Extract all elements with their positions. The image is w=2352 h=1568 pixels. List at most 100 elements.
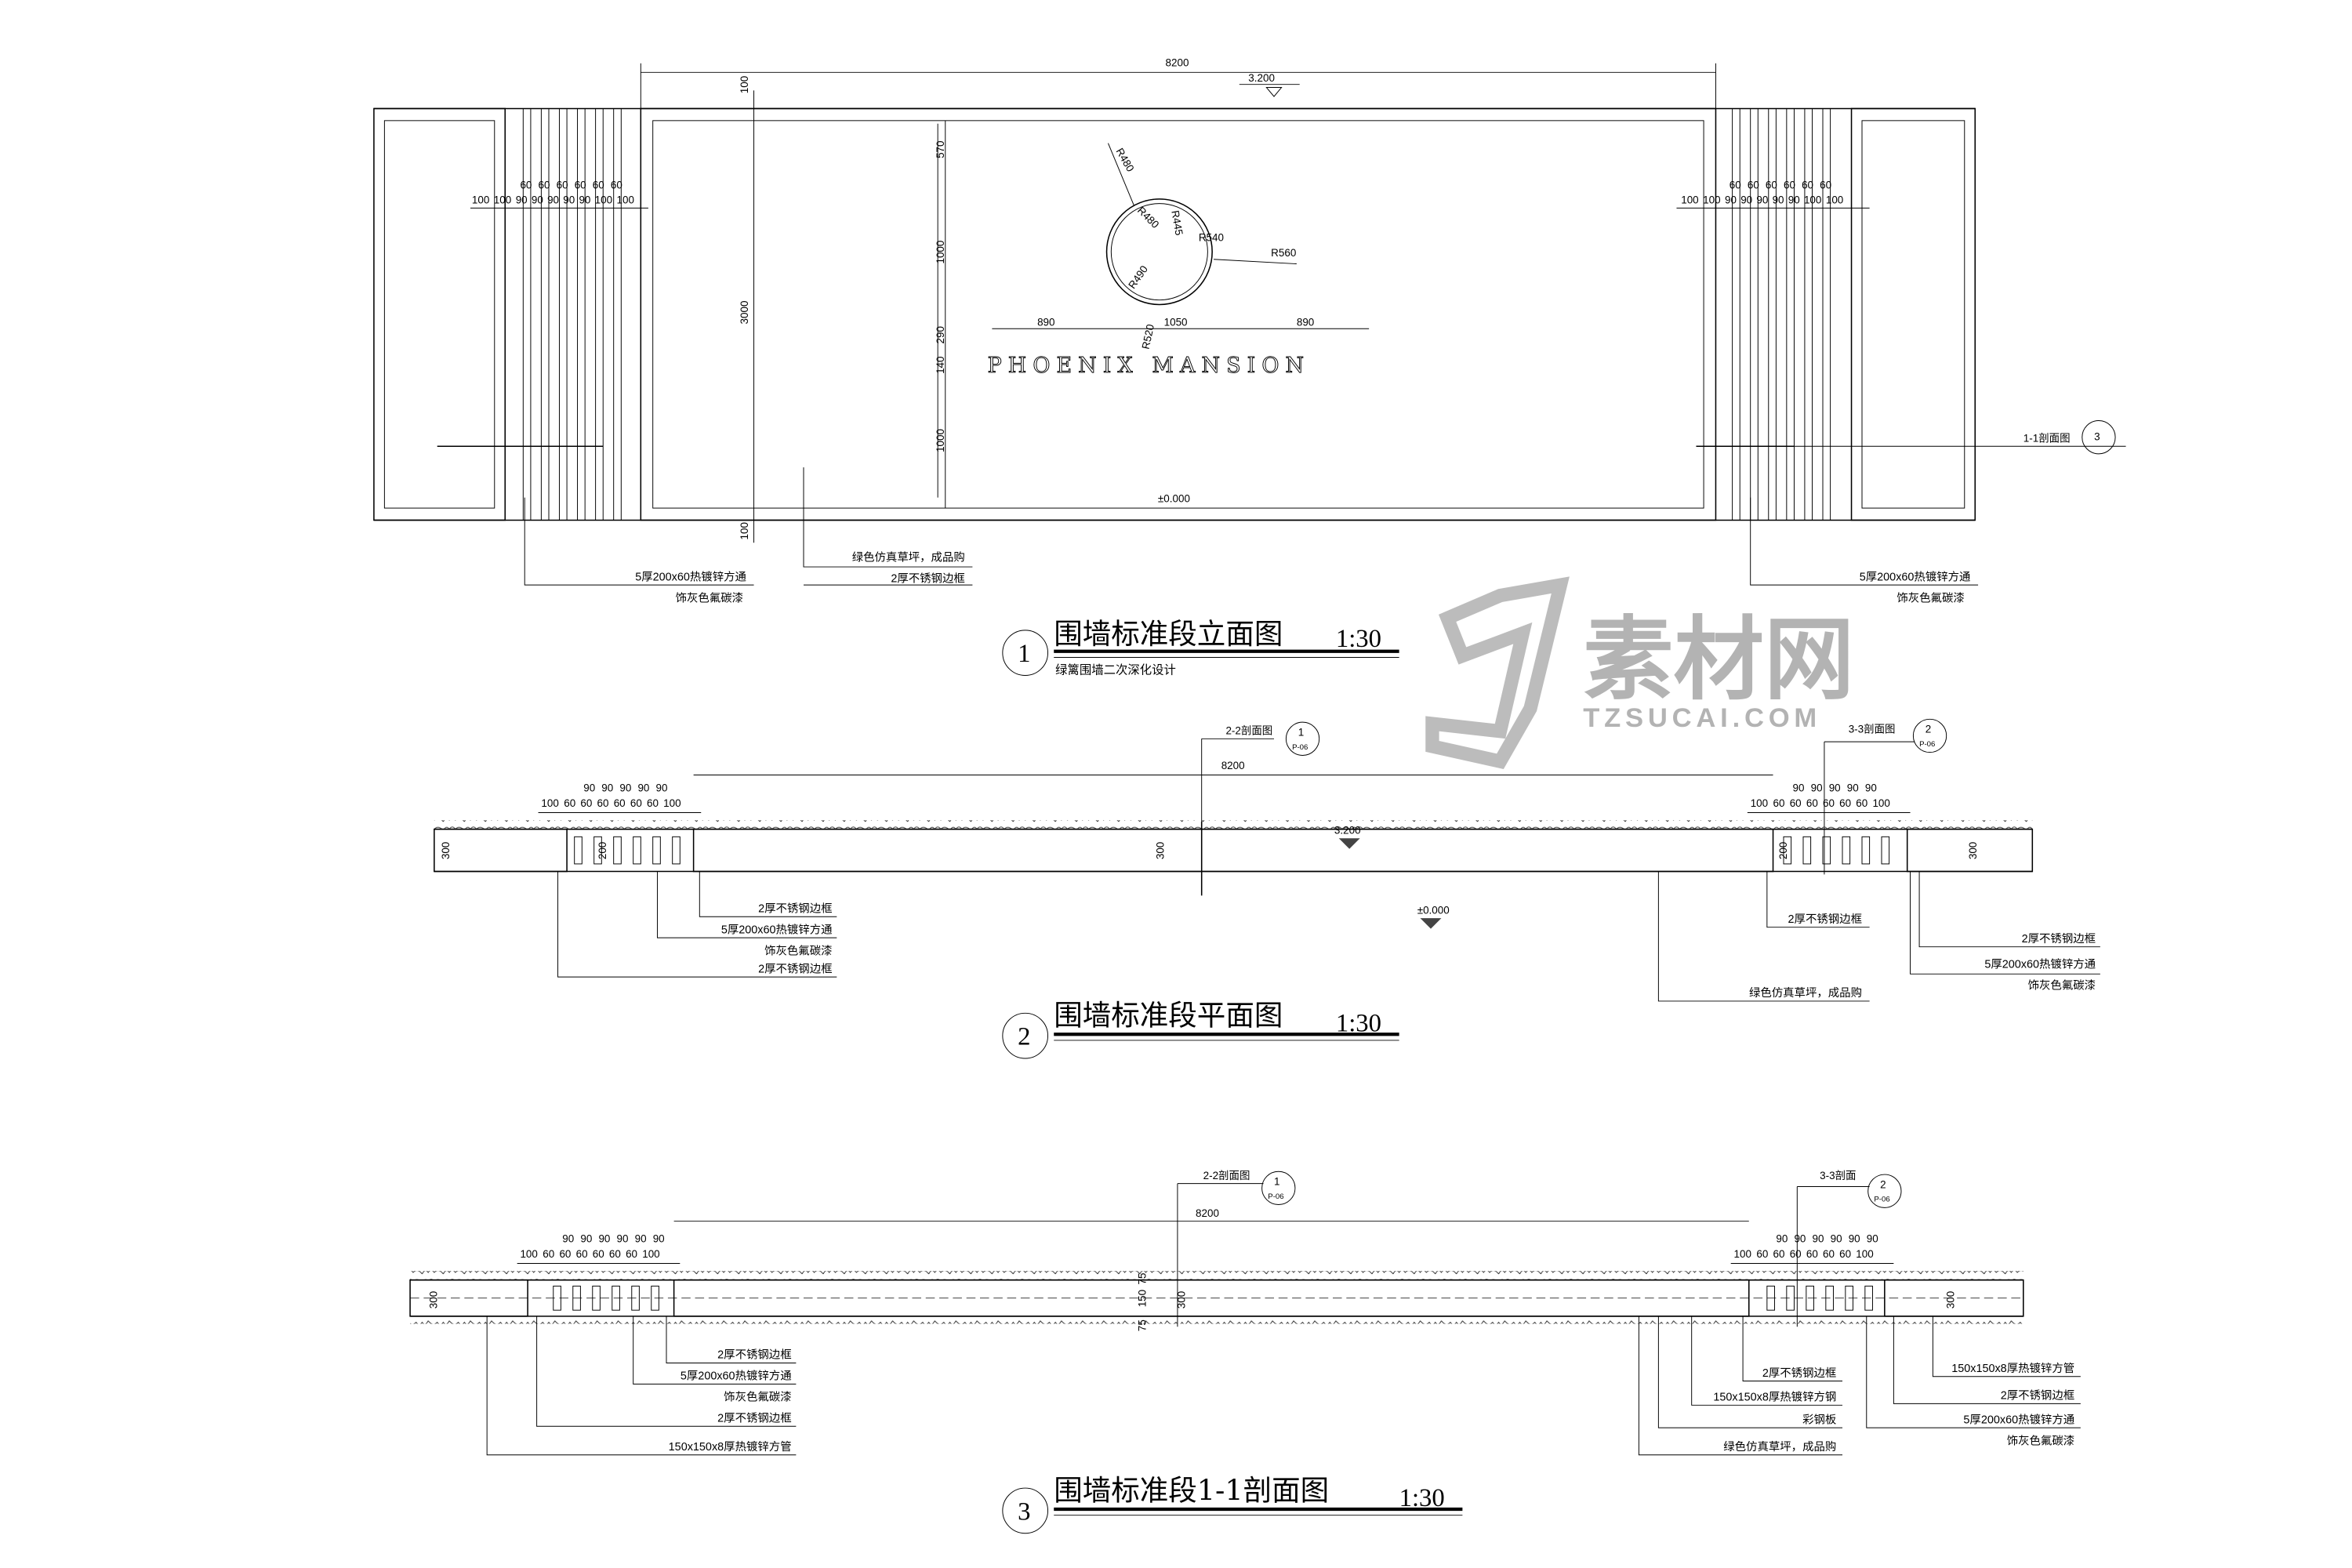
slat-dim: 100	[520, 1248, 537, 1260]
slat-dim: 60	[559, 1248, 571, 1260]
leader-label: 2厚不锈钢边框	[758, 902, 832, 915]
drawing-title: 围墙标准段立面图	[1054, 617, 1283, 651]
leader-label: 绿色仿真草坪，成品购	[1723, 1439, 1836, 1454]
center-panel-grass	[652, 120, 1704, 509]
slat-dim: 60	[647, 797, 659, 809]
slat-dim: 90	[562, 1233, 574, 1245]
title-number: 2	[1018, 1023, 1030, 1051]
left-pier	[434, 828, 568, 873]
leader-line	[1638, 1316, 1842, 1456]
slat-dim: 100	[472, 194, 489, 206]
slat	[612, 1285, 620, 1311]
center-wall	[692, 828, 1774, 873]
turf-line	[434, 820, 2033, 829]
leader-label: 150x150x8厚热镀锌方钢	[1713, 1391, 1836, 1404]
slat	[1822, 836, 1831, 865]
slat-dim: 60	[597, 797, 609, 809]
slat-dim: 90	[532, 194, 543, 206]
leader-label: 绿色仿真草坪，成品购	[1749, 985, 1862, 1000]
section-ref-sheet: P-06	[1268, 1192, 1283, 1201]
leader-label: 2厚不锈钢边框	[1762, 1367, 1836, 1380]
leader-line	[1750, 497, 1979, 586]
section-ref-bubble	[2082, 420, 2116, 455]
radius-leader	[1214, 259, 1297, 265]
slat-dim: 60	[557, 179, 568, 191]
vdim: 290	[935, 326, 946, 343]
slat-dim: 90	[1865, 782, 1877, 794]
leader-label: 饰灰色氟碳漆	[764, 944, 832, 957]
slat-dim: 100	[642, 1248, 659, 1260]
slat-dim: 90	[1831, 1233, 1842, 1245]
slat-dim: 100	[1751, 797, 1768, 809]
watermark-text: 素材网	[1583, 610, 1854, 710]
slat-dim: 90	[1811, 782, 1823, 794]
slat	[572, 1285, 581, 1311]
slat-dim: 60	[1773, 1248, 1785, 1260]
level-marker-icon	[1239, 84, 1300, 97]
slat-dim: 90	[547, 194, 559, 206]
slat-dim: 90	[653, 1233, 665, 1245]
turf-line	[410, 1316, 2024, 1324]
slat-dim: 100	[1872, 797, 1889, 809]
slat-dim: 60	[630, 797, 642, 809]
leader-line	[1657, 871, 1870, 1002]
slat-dim: 60	[1823, 797, 1835, 809]
section-ref-label: 2-2剖面图	[1225, 725, 1272, 737]
slat-dim: 90	[1813, 1233, 1824, 1245]
slat-dim: 90	[637, 782, 649, 794]
slat-dim: 60	[1756, 1248, 1768, 1260]
slat-dim: 100	[1703, 194, 1720, 206]
section-ref-label: 3-3剖面图	[1849, 724, 1896, 735]
section-ref-label: 3-3剖面	[1820, 1170, 1856, 1181]
section-ref-sheet: P-06	[1874, 1196, 1889, 1204]
right-pier-grass	[1861, 120, 1965, 509]
section-ref-line	[1824, 741, 1915, 875]
left-slats	[522, 108, 622, 521]
slat-dim: 90	[1740, 194, 1752, 206]
section-ref-num: 1	[1298, 726, 1304, 738]
section-ref-bubble	[1867, 1174, 1902, 1208]
leader-label: 2厚不锈钢边框	[717, 1348, 791, 1362]
title-number: 3	[1018, 1497, 1030, 1526]
slat-dim: 90	[635, 1233, 647, 1245]
leader-label: 饰灰色氟碳漆	[724, 1391, 791, 1404]
leader-label: 饰灰色氟碳漆	[676, 591, 743, 604]
wall-dim: 300	[1967, 842, 1979, 859]
slat-dim: 60	[611, 179, 622, 191]
leader-label: 2厚不锈钢边框	[758, 962, 832, 975]
overall-dim: 8200	[1196, 1207, 1219, 1219]
slat	[553, 1285, 561, 1311]
slat	[1825, 1285, 1834, 1311]
radius-leader	[1108, 143, 1134, 205]
watermark-logo-icon	[1425, 576, 1570, 769]
slat-dim: 100	[595, 194, 612, 206]
slat-dim: 90	[1756, 194, 1768, 206]
slat-dim: 90	[1788, 194, 1800, 206]
bottom-level: ±0.000	[1417, 904, 1450, 916]
wall-dim: 300	[1155, 842, 1167, 859]
slat-dim: 90	[563, 194, 575, 206]
drawing-scale: 1:30	[1336, 625, 1381, 653]
wall-dim: 300	[440, 842, 452, 859]
leader-line	[803, 467, 973, 586]
slat-dim: 100	[1804, 194, 1821, 206]
leader-label: 5厚200x60热镀锌方通	[681, 1370, 792, 1383]
slat-dim: 60	[1856, 797, 1867, 809]
slat	[1806, 1285, 1814, 1311]
leader-label: 5厚200x60热镀锌方通	[1860, 570, 1971, 583]
radius-label: R445	[1169, 209, 1185, 236]
title-number-bubble	[1002, 1012, 1049, 1059]
slat-dim: 60	[1839, 1248, 1851, 1260]
slat-dim: 90	[619, 782, 631, 794]
wall-dim: 150	[1137, 1290, 1149, 1307]
slat	[613, 836, 622, 865]
leader-line	[1910, 871, 2100, 975]
wall-dim: 200	[1777, 842, 1789, 859]
slat-dim: 60	[1766, 179, 1777, 191]
slat-dim: 60	[1790, 1248, 1802, 1260]
slat	[652, 836, 661, 865]
